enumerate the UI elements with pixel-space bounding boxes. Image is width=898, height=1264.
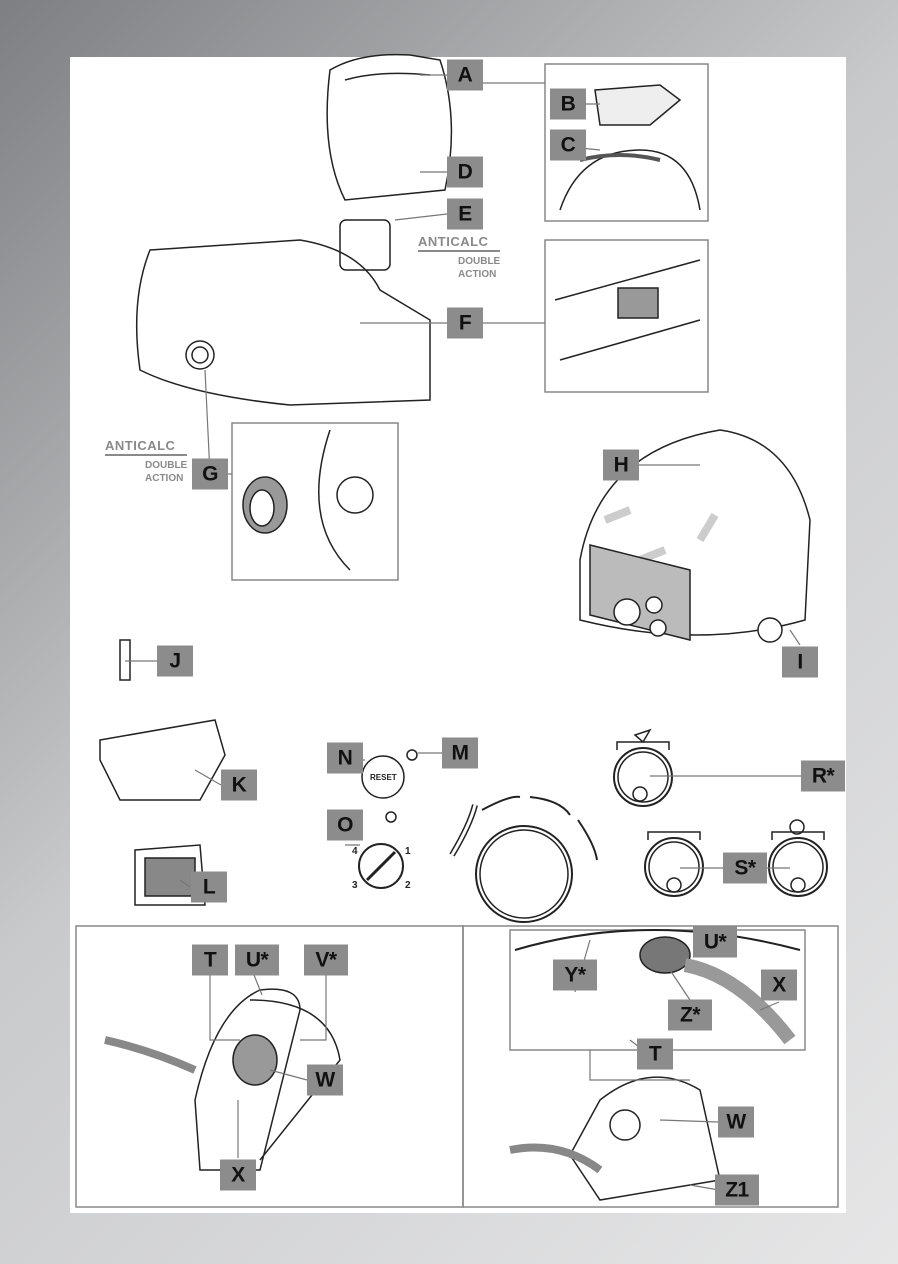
- detail-box-g: [231, 422, 399, 581]
- anticalc-line2: ACTION: [145, 473, 184, 484]
- label-x-left: X: [220, 1159, 256, 1191]
- label-d: D: [447, 156, 483, 188]
- label-b: B: [550, 88, 586, 120]
- anticalc-logo-top: ANTICALC DOUBLE ACTION: [418, 234, 501, 281]
- dial-number-1: 1: [405, 846, 411, 857]
- label-m: M: [442, 737, 478, 769]
- dial-number-3: 3: [352, 880, 358, 891]
- dial-o: [358, 843, 404, 889]
- label-u-right: U*: [693, 926, 737, 958]
- anticalc-title: ANTICALC: [418, 234, 501, 252]
- label-z1-right: Z1: [715, 1174, 759, 1206]
- label-w-left: W: [307, 1064, 343, 1096]
- detail-box-bc: [544, 63, 709, 222]
- label-k: K: [221, 769, 257, 801]
- label-t-left: T: [192, 944, 228, 976]
- label-g: G: [192, 458, 228, 490]
- anticalc-line1: DOUBLE: [145, 460, 188, 471]
- reset-button-label: RESET: [370, 773, 397, 782]
- label-i: I: [782, 646, 818, 678]
- dial-number-4: 4: [352, 846, 358, 857]
- label-h: H: [603, 449, 639, 481]
- label-j: J: [157, 645, 193, 677]
- anticalc-line1: DOUBLE: [458, 256, 501, 267]
- label-u-left: U*: [235, 944, 279, 976]
- knob-r: [613, 747, 673, 807]
- dial-number-2: 2: [405, 880, 411, 891]
- label-r: R*: [801, 760, 845, 792]
- panel-iron-right: [462, 925, 839, 1208]
- label-z-right: Z*: [668, 999, 712, 1031]
- label-t-right: T: [637, 1038, 673, 1070]
- anticalc-logo-left: ANTICALC DOUBLE ACTION: [105, 438, 188, 485]
- label-a: A: [447, 59, 483, 91]
- test-strip: [119, 639, 131, 681]
- label-l: L: [191, 871, 227, 903]
- label-x-right: X: [761, 969, 797, 1001]
- label-f: F: [447, 307, 483, 339]
- main-dial: [475, 825, 573, 923]
- knob-s1: [644, 837, 704, 897]
- water-container: [99, 719, 226, 801]
- knob-s2: [768, 837, 828, 897]
- iron-right: [569, 1076, 721, 1201]
- label-c: C: [550, 129, 586, 161]
- label-y-right: Y*: [553, 959, 597, 991]
- label-o: O: [327, 809, 363, 841]
- label-s: S*: [723, 852, 767, 884]
- label-e: E: [447, 198, 483, 230]
- anticalc-title: ANTICALC: [105, 438, 188, 456]
- label-v-left: V*: [304, 944, 348, 976]
- anticalc-line2: ACTION: [458, 269, 497, 280]
- reset-button-shape: [361, 755, 405, 799]
- water-tank-lid: [326, 53, 453, 201]
- label-n: N: [327, 742, 363, 774]
- detail-box-f: [544, 239, 709, 393]
- label-w-right: W: [718, 1106, 754, 1138]
